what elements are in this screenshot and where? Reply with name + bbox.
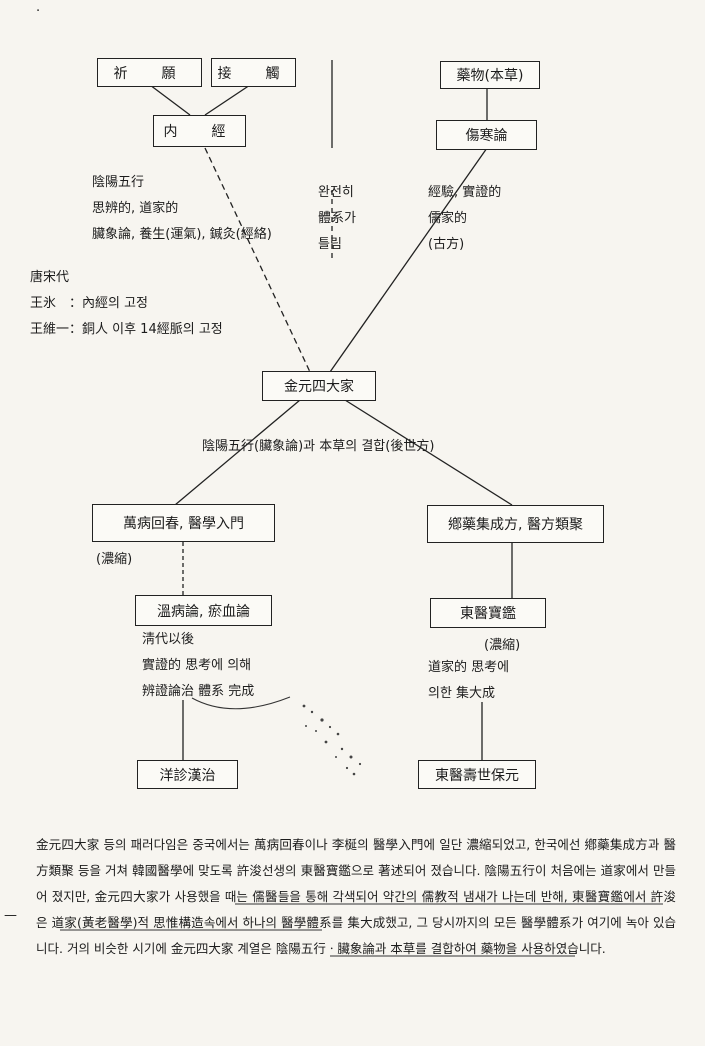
middle-note-2: 體系가 [318,211,356,226]
dynasty-notes: 唐宋代 王氷 ：內經의 고정 王維一：銅人 이후 14經脈의 고정 [30,265,223,343]
daoist-note-2: 의한 集大成 [428,686,496,701]
neijing-note-1: 陰陽五行 [92,175,145,190]
paragraph-underlines [60,903,663,957]
neijing-note-2: 思辨的, 道家的 [92,201,179,216]
daoist-note-1: 道家的 思考에 [428,660,510,675]
node-shanghan: 傷寒論 [436,120,537,150]
edge-prayer-neijing [149,84,191,116]
shanghan-notes: 經驗, 實證的 儒家的 (古方) [428,180,501,258]
combination-label: 陰陽五行(臟象論)과 本草의 결합(後世方) [202,439,435,454]
node-contact: 接 觸 [211,58,296,87]
node-dongui: 東醫寶鑑 [430,598,546,628]
margin-dash-mark: — [4,908,17,923]
edge-contact-neijing [204,84,251,116]
condensed-left-label: (濃縮) [96,552,133,567]
node-yangjin: 洋診漢治 [137,760,238,789]
shanghan-note-3: (古方) [428,237,465,252]
edge-shanghan-jinyuan [329,147,488,373]
condensed-right-label: (濃縮) [484,638,521,653]
qing-note-1: 淸代以後 [142,632,195,647]
node-herbs: 藥物(本草) [440,61,540,89]
dynasty-note-2: 王氷 ：內經의 고정 [30,296,149,311]
annotation-curve [191,696,291,710]
node-prayer: 祈 願 [97,58,202,87]
daoist-notes: 道家的 思考에 의한 集大成 [428,655,509,707]
middle-notes: 완전히 體系가 틀림 [318,180,356,258]
edge-jinyuan-right [344,399,513,506]
qing-note-2: 實證的 思考에 의해 [142,658,252,673]
body-paragraph: 金元四大家 등의 패러다임은 중국에서는 萬病回春이나 李梴의 醫學入門에 일단… [36,837,676,956]
corner-dot-mark: · [36,4,41,19]
shanghan-note-2: 儒家的 [428,211,468,226]
middle-note-3: 틀림 [318,237,342,252]
shanghan-note-1: 經驗, 實證的 [428,185,502,200]
middle-note-1: 완전히 [318,185,354,200]
neijing-note-3: 臟象論, 養生(運氣), 鍼灸(經絡) [92,227,272,242]
edge-jinyuan-left [174,399,301,506]
edge-neijing-jinyuan [204,147,311,373]
node-xiangyao: 鄕藥集成方, 醫方類聚 [427,505,604,543]
qing-notes: 淸代以後 實證的 思考에 의해 辨證論治 體系 完成 [142,627,254,705]
dynasty-note-1: 唐宋代 [30,270,70,285]
node-jinyuan: 金元四大家 [262,371,376,401]
qing-note-3: 辨證論治 體系 完成 [142,684,255,699]
node-wenbing: 溫病論, 瘀血論 [135,595,272,626]
node-dongyi-shoushi: 東醫壽世保元 [418,760,536,789]
scan-speckle [302,704,362,776]
dynasty-note-3: 王維一：銅人 이후 14經脈의 고정 [30,322,223,337]
node-neijing: 内 經 [153,115,246,147]
node-wanbing: 萬病回春, 醫學入門 [92,504,275,542]
neijing-notes: 陰陽五行 思辨的, 道家的 臟象論, 養生(運氣), 鍼灸(經絡) [92,170,272,248]
